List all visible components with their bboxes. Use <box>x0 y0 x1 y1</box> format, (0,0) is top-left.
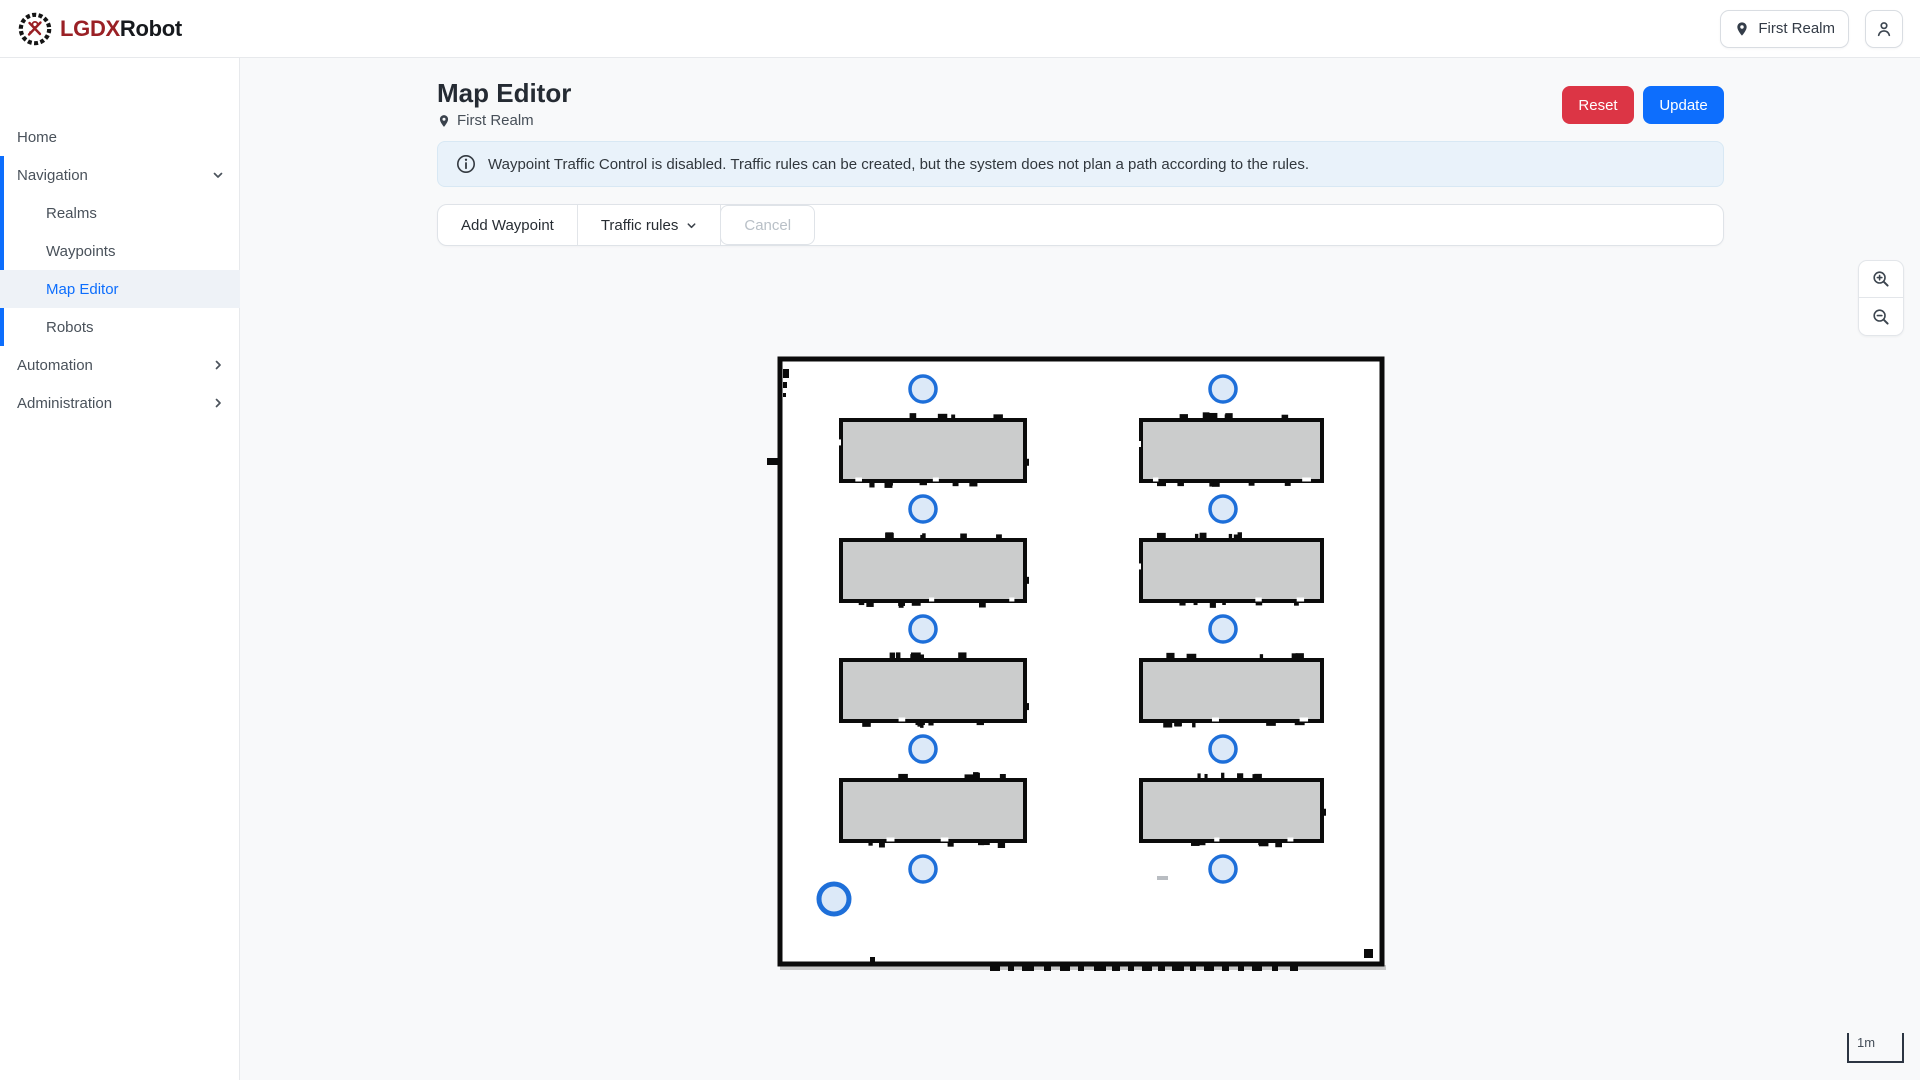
alert-message: Waypoint Traffic Control is disabled. Tr… <box>488 155 1310 173</box>
map-scale-indicator: 1m <box>1847 1033 1904 1063</box>
zoom-out-button[interactable] <box>1858 298 1904 336</box>
traffic-rules-dropdown-button[interactable]: Traffic rules <box>578 205 722 245</box>
zoom-out-icon <box>1872 308 1890 326</box>
sidebar-item-map-editor[interactable]: Map Editor <box>0 270 240 308</box>
waypoint-marker[interactable] <box>1208 734 1238 764</box>
waypoint-marker[interactable] <box>908 734 938 764</box>
chevron-down-icon <box>212 169 224 181</box>
sidebar-item-label: Home <box>17 128 58 146</box>
sidebar-group-automation[interactable]: Automation <box>0 346 240 384</box>
cancel-label: Cancel <box>744 216 792 234</box>
chevron-right-icon <box>212 359 224 371</box>
sidebar-item-label: Map Editor <box>46 280 119 298</box>
waypoint-marker[interactable] <box>1208 374 1238 404</box>
sidebar-item-waypoints[interactable]: Waypoints <box>0 232 240 270</box>
map-canvas[interactable] <box>760 345 1400 985</box>
waypoint-marker[interactable] <box>908 854 938 884</box>
sidebar-item-realms[interactable]: Realms <box>0 194 240 232</box>
add-waypoint-label: Add Waypoint <box>461 216 554 234</box>
brand-title: LGDXRobot <box>60 16 182 42</box>
sidebar: Home Navigation Realms Waypoints Map Edi… <box>0 58 240 1080</box>
brand: LGDXRobot <box>17 11 182 47</box>
waypoint-marker[interactable] <box>816 881 852 917</box>
brand-title-lgdx: LGDX <box>60 15 120 41</box>
realm-name: First Realm <box>457 112 534 129</box>
waypoint-marker[interactable] <box>1208 854 1238 884</box>
sidebar-group-navigation[interactable]: Navigation <box>0 156 240 194</box>
waypoint-marker[interactable] <box>1208 614 1238 644</box>
waypoint-marker[interactable] <box>908 494 938 524</box>
navbar-actions: First Realm <box>1720 9 1903 48</box>
info-icon <box>456 154 476 174</box>
waypoint-marker[interactable] <box>908 374 938 404</box>
realm-breadcrumb: First Realm <box>437 112 534 129</box>
sidebar-group-administration[interactable]: Administration <box>0 384 240 422</box>
waypoint-marker[interactable] <box>1208 494 1238 524</box>
sidebar-item-robots[interactable]: Robots <box>0 308 240 346</box>
account-button[interactable] <box>1865 9 1903 48</box>
lgdxrobot-logo-icon <box>17 11 53 47</box>
top-navbar: LGDXRobot First Realm <box>0 0 1920 58</box>
map-scale-label: 1m <box>1857 1035 1876 1050</box>
sidebar-item-label: Automation <box>17 356 93 374</box>
location-pin-icon <box>437 114 451 128</box>
sidebar-item-home[interactable]: Home <box>0 118 240 156</box>
zoom-in-button[interactable] <box>1858 260 1904 298</box>
location-pin-icon <box>1734 21 1750 37</box>
sidebar-item-label: Administration <box>17 394 113 412</box>
update-button[interactable]: Update <box>1643 86 1724 124</box>
sidebar-item-label: Waypoints <box>46 242 116 260</box>
zoom-in-icon <box>1872 270 1890 288</box>
page-title: Map Editor <box>437 78 572 108</box>
sidebar-active-section-indicator <box>0 156 4 346</box>
map-zoom-controls <box>1858 260 1904 336</box>
add-waypoint-button[interactable]: Add Waypoint <box>438 205 578 245</box>
chevron-down-icon <box>686 220 697 231</box>
info-alert: Waypoint Traffic Control is disabled. Tr… <box>437 141 1724 187</box>
sidebar-item-label: Realms <box>46 204 97 222</box>
waypoint-marker[interactable] <box>908 614 938 644</box>
map-toolbar: Add Waypoint Traffic rules Cancel <box>437 204 1724 246</box>
reset-button[interactable]: Reset <box>1562 86 1634 124</box>
cancel-button[interactable]: Cancel <box>720 205 816 245</box>
realm-selector-button[interactable]: First Realm <box>1720 9 1849 48</box>
brand-title-robot: Robot <box>119 15 182 41</box>
realm-selector-label: First Realm <box>1758 20 1835 37</box>
person-icon <box>1874 19 1894 39</box>
sidebar-item-label: Navigation <box>17 166 88 184</box>
traffic-rules-label: Traffic rules <box>600 216 679 234</box>
sidebar-item-label: Robots <box>46 318 94 336</box>
chevron-right-icon <box>212 397 224 409</box>
